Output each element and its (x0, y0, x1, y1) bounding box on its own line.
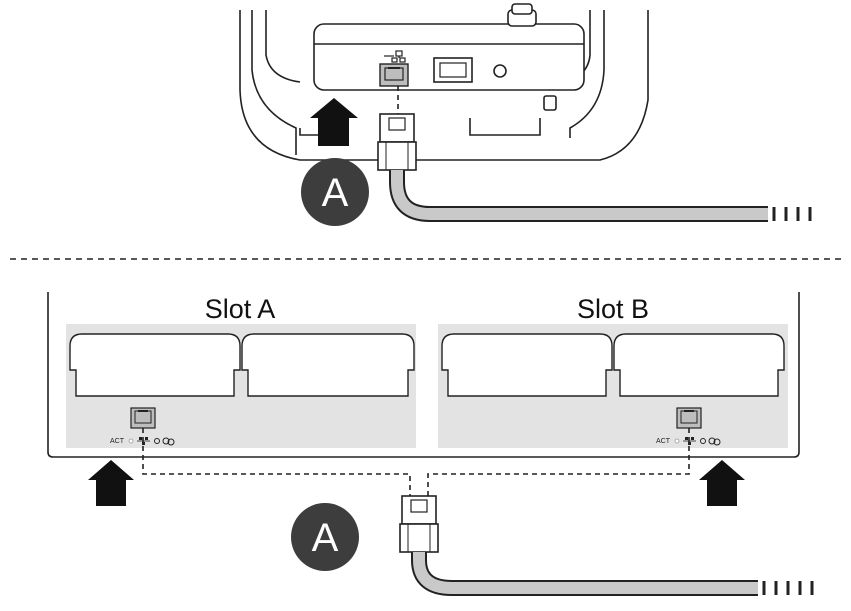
svg-text:A: A (312, 516, 339, 560)
slot-a-act-led (129, 439, 133, 443)
slot-a-title: Slot A (205, 294, 276, 324)
slot-b-title: Slot B (577, 294, 649, 324)
up-arrow-icon (699, 460, 745, 506)
svg-text:A: A (322, 171, 349, 215)
slot-b-right-bay[interactable] (614, 334, 784, 396)
ethernet-cable (419, 552, 812, 595)
slot-a-right-bay[interactable] (242, 334, 414, 396)
slot-a: ACT (66, 324, 416, 448)
slot-a-rj45-port[interactable] (131, 408, 155, 428)
rj45-connector (400, 496, 438, 552)
slot-b: ACT (438, 324, 788, 448)
device-power-port[interactable] (494, 65, 506, 77)
callout-a-bottom: A (291, 503, 359, 571)
slot-a-act-label: ACT (110, 438, 125, 445)
callout-a-top: A (301, 158, 369, 226)
up-arrow-icon (88, 460, 134, 506)
slot-b-left-bay[interactable] (442, 334, 612, 396)
slot-b-act-led (675, 439, 679, 443)
bottom-panel: Slot A Slot B ACT (48, 292, 812, 595)
ethernet-cable (397, 170, 810, 221)
device-rj45-port[interactable] (380, 64, 408, 86)
device-usb-port[interactable] (434, 58, 472, 82)
top-panel: A (240, 4, 810, 226)
slot-b-act-label: ACT (656, 438, 671, 445)
slot-a-left-bay[interactable] (70, 334, 240, 396)
slot-b-rj45-port[interactable] (677, 408, 701, 428)
up-arrow-icon (310, 98, 358, 146)
rj45-connector (378, 114, 416, 170)
